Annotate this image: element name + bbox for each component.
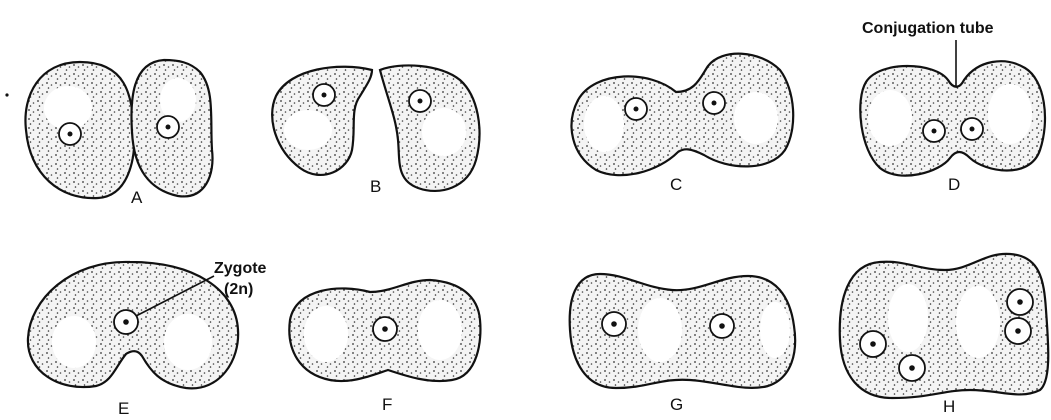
zygote-label-line2: (2n): [224, 281, 253, 298]
zygote-label-line1: Zygote: [214, 260, 267, 277]
panel-label-d: D: [948, 175, 960, 194]
stage-d: Conjugation tube D: [860, 20, 1045, 194]
stage-a: A: [25, 60, 212, 207]
panel-label-h: H: [943, 397, 955, 416]
stage-g: G: [570, 274, 795, 414]
stray-dot: [5, 93, 8, 96]
panel-label-a: A: [131, 188, 143, 207]
stage-e: Zygote (2n) E: [28, 260, 267, 418]
stage-c: C: [572, 54, 794, 194]
panel-label-e: E: [118, 399, 129, 418]
panel-label-f: F: [382, 395, 392, 414]
panel-label-g: G: [670, 395, 683, 414]
stage-b: B: [272, 65, 479, 196]
stage-f: F: [289, 280, 480, 414]
panel-label-c: C: [670, 175, 682, 194]
panel-label-b: B: [370, 177, 381, 196]
conjugation-tube-label: Conjugation tube: [862, 20, 994, 37]
stage-h: H: [840, 254, 1049, 416]
